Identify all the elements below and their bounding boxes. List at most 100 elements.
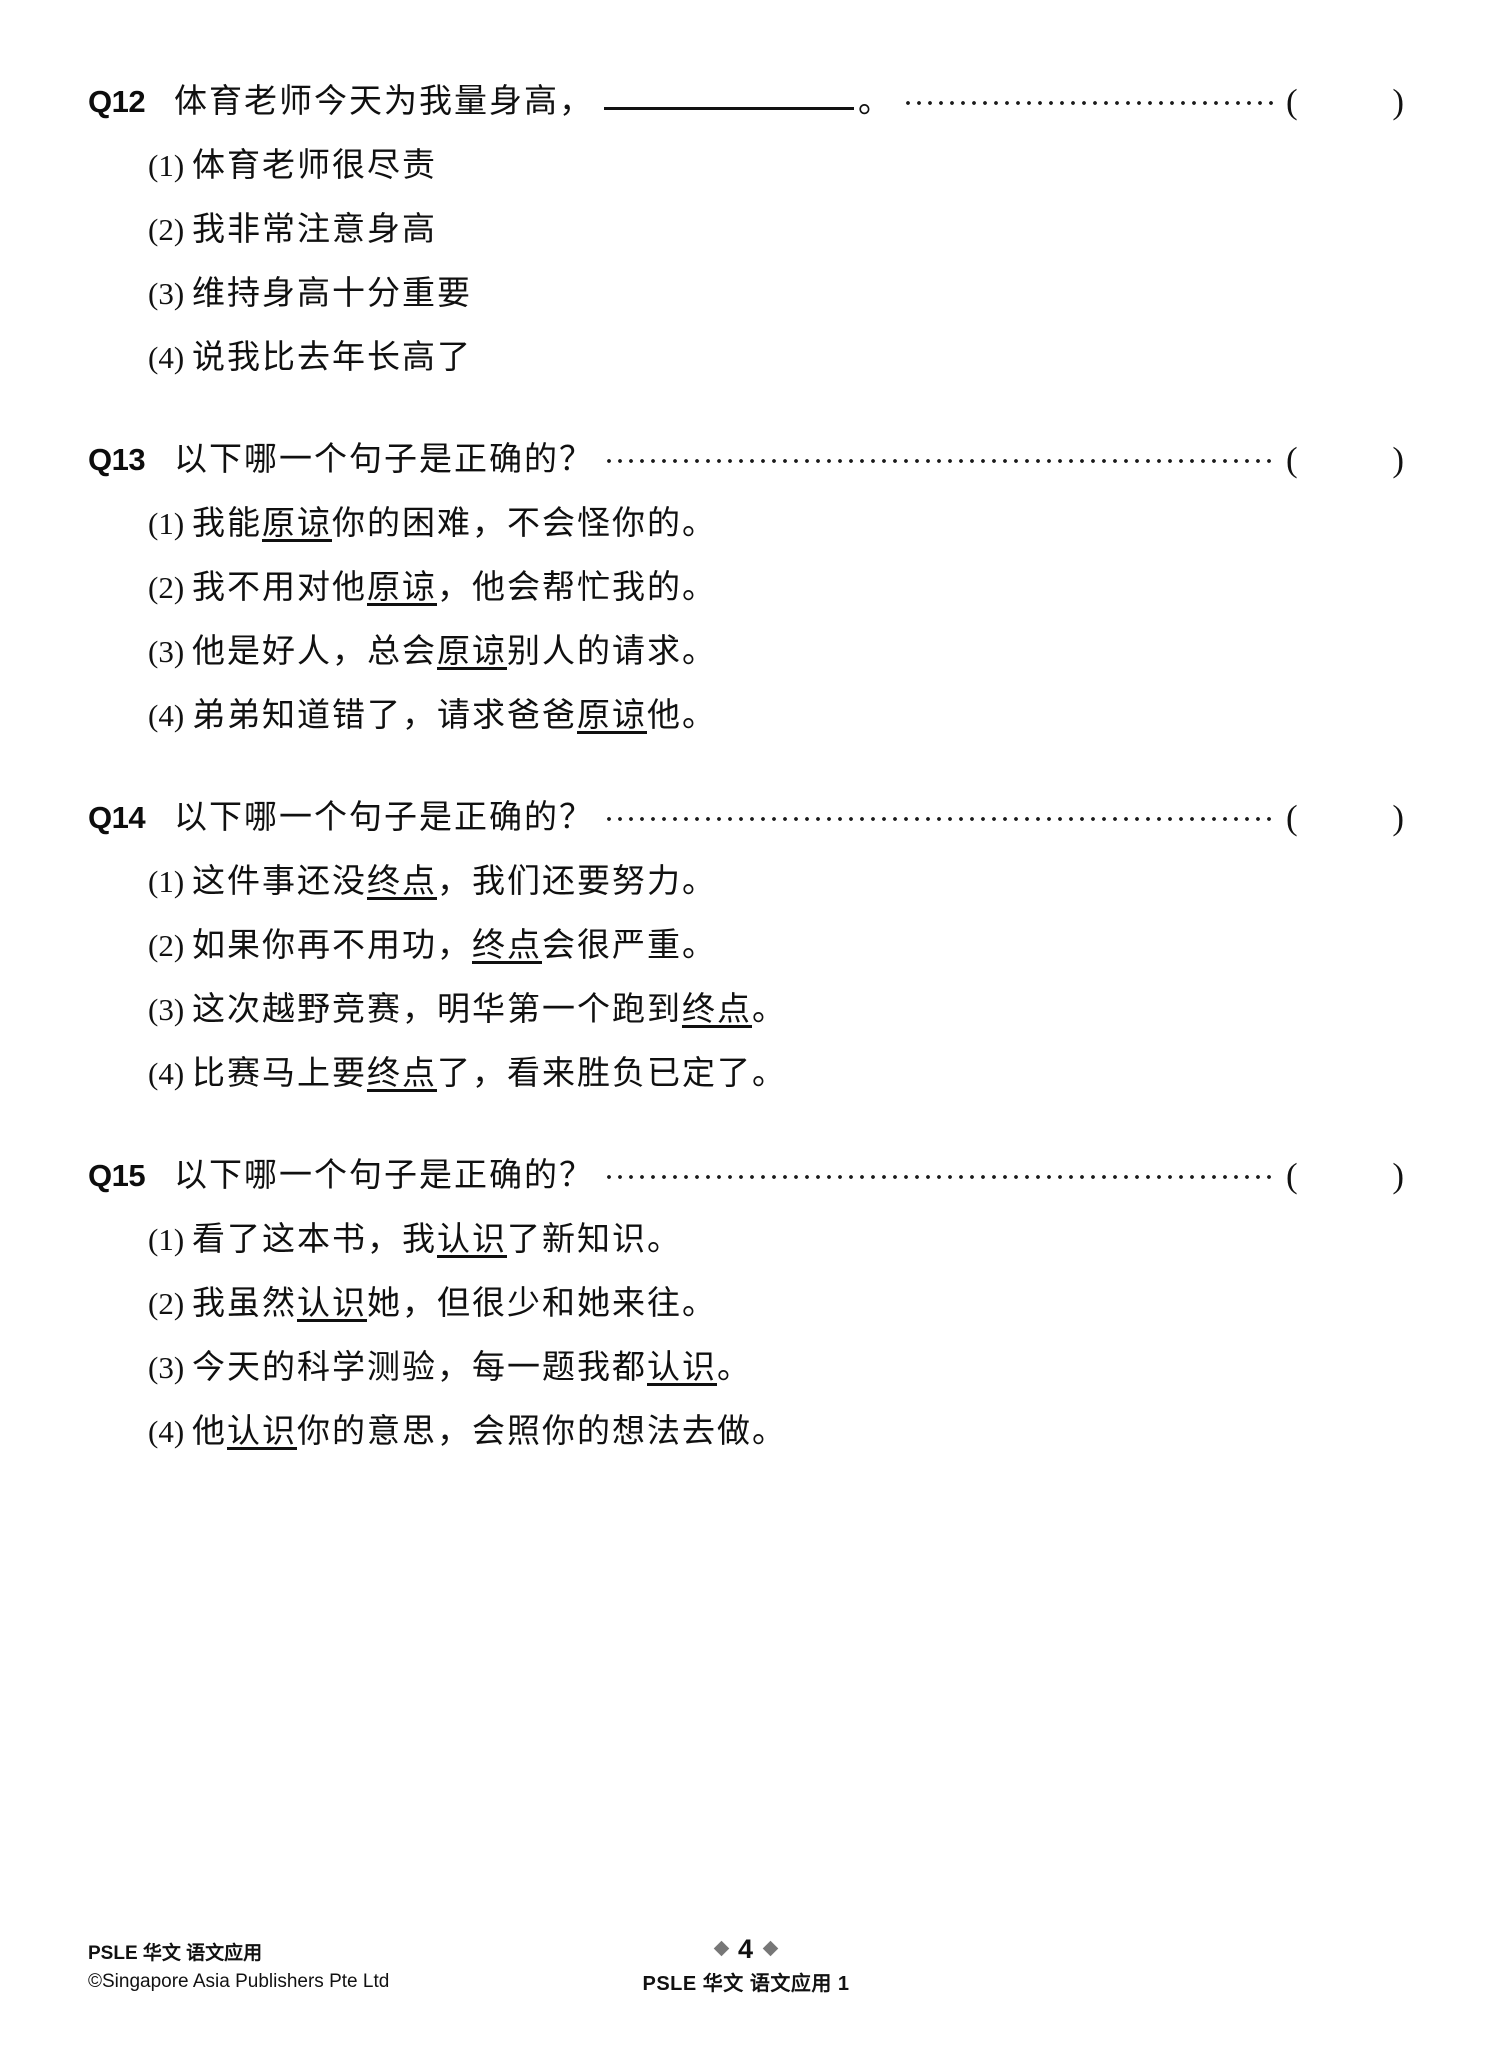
option-item[interactable]: (4)说我比去年长高了 xyxy=(88,332,1404,384)
answer-box[interactable]: () xyxy=(1286,1152,1404,1200)
option-label: (3) xyxy=(148,276,185,311)
question-text-main: 以下哪一个句子是正确的？ xyxy=(174,1158,594,1194)
option-text-post: ，他会帮忙我的。 xyxy=(437,570,717,606)
option-text: 说我比去年长高了 xyxy=(192,332,472,384)
option-text-pre: 他是好人，总会 xyxy=(192,634,437,670)
option-item[interactable]: (2)我虽然认识她，但很少和她来往。 xyxy=(88,1278,1404,1330)
option-label: (2) xyxy=(148,570,185,605)
option-item[interactable]: (3)今天的科学测验，每一题我都认识。 xyxy=(88,1342,1404,1394)
question-stem: Q15 以下哪一个句子是正确的？ () xyxy=(88,1152,1404,1200)
dotted-leader xyxy=(606,1166,1276,1200)
dotted-leader xyxy=(606,808,1276,842)
dotted-leader xyxy=(905,92,1276,126)
question-number: Q15 xyxy=(88,1158,146,1193)
answer-box[interactable]: () xyxy=(1286,78,1404,126)
option-text: 这次越野竞赛，明华第一个跑到终点。 xyxy=(192,984,787,1036)
option-item[interactable]: (3)这次越野竞赛，明华第一个跑到终点。 xyxy=(88,984,1404,1036)
option-label: (1) xyxy=(148,506,185,541)
question-text-main: 以下哪一个句子是正确的？ xyxy=(174,800,594,836)
option-text-post: 她，但很少和她来往。 xyxy=(367,1286,717,1322)
option-text: 维持身高十分重要 xyxy=(192,268,472,320)
option-text-post: 会很严重。 xyxy=(542,928,717,964)
answer-open-paren: ( xyxy=(1286,1156,1298,1195)
option-label: (1) xyxy=(148,1222,185,1257)
option-item[interactable]: (2)我非常注意身高 xyxy=(88,204,1404,256)
option-text: 我虽然认识她，但很少和她来往。 xyxy=(192,1278,717,1330)
option-keyword-underlined: 原谅 xyxy=(262,506,332,542)
answer-close-paren: ) xyxy=(1392,440,1404,479)
option-label: (2) xyxy=(148,928,185,963)
option-label: (1) xyxy=(148,148,185,183)
question-stem: Q13 以下哪一个句子是正确的？ () xyxy=(88,436,1404,484)
option-list: (1)体育老师很尽责(2)我非常注意身高(3)维持身高十分重要(4)说我比去年长… xyxy=(88,140,1404,384)
option-text-post: 别人的请求。 xyxy=(507,634,717,670)
option-item[interactable]: (2)我不用对他原谅，他会帮忙我的。 xyxy=(88,562,1404,614)
option-text-pre: 我不用对他 xyxy=(192,570,367,606)
option-list: (1)我能原谅你的困难，不会怪你的。(2)我不用对他原谅，他会帮忙我的。(3)他… xyxy=(88,498,1404,742)
question-block: Q14 以下哪一个句子是正确的？ () (1)这件事还没终点，我们还要努力。 (2)如果… xyxy=(88,794,1404,1100)
dotted-leader xyxy=(606,450,1276,484)
option-list: (1)看了这本书，我认识了新知识。 (2)我虽然认识她，但很少和她来往。 (3)今天… xyxy=(88,1214,1404,1458)
option-keyword-underlined: 终点 xyxy=(367,1056,437,1092)
option-text-pre: 这次越野竞赛，明华第一个跑到 xyxy=(192,992,682,1028)
question-text-main: 以下哪一个句子是正确的？ xyxy=(174,442,594,478)
option-label: (4) xyxy=(148,1414,185,1449)
option-text-plain: 我非常注意身高 xyxy=(192,212,437,248)
option-item[interactable]: (4)他认识你的意思，会照你的想法去做。 xyxy=(88,1406,1404,1458)
question-text: 以下哪一个句子是正确的？ xyxy=(174,794,594,842)
option-text-post: 了，看来胜负已定了。 xyxy=(437,1056,787,1092)
option-item[interactable]: (3)他是好人，总会原谅别人的请求。 xyxy=(88,626,1404,678)
option-keyword-underlined: 终点 xyxy=(682,992,752,1028)
question-text: 以下哪一个句子是正确的？ xyxy=(174,436,594,484)
option-list: (1)这件事还没终点，我们还要努力。(2)如果你再不用功，终点会很严重。(3)这… xyxy=(88,856,1404,1100)
option-label: (4) xyxy=(148,1056,185,1091)
option-text-pre: 弟弟知道错了，请求爸爸 xyxy=(192,698,577,734)
option-text-plain: 维持身高十分重要 xyxy=(192,276,472,312)
option-item[interactable]: (4)弟弟知道错了，请求爸爸原谅他。 xyxy=(88,690,1404,742)
option-text-post: ，我们还要努力。 xyxy=(437,864,717,900)
option-item[interactable]: (1)体育老师很尽责 xyxy=(88,140,1404,192)
option-keyword-underlined: 原谅 xyxy=(577,698,647,734)
option-item[interactable]: (1)我能原谅你的困难，不会怪你的。 xyxy=(88,498,1404,550)
option-text-post: 了新知识。 xyxy=(507,1222,682,1258)
option-item[interactable]: (3)维持身高十分重要 xyxy=(88,268,1404,320)
footer-center-label: PSLE 华文 语文应用 1 xyxy=(642,1973,850,1995)
answer-box[interactable]: () xyxy=(1286,436,1404,484)
option-text: 比赛马上要终点了，看来胜负已定了。 xyxy=(192,1048,787,1100)
question-text-main: 体育老师今天为我量身高， xyxy=(174,84,594,120)
page-number: 4 xyxy=(737,1934,755,1964)
answer-close-paren: ) xyxy=(1392,798,1404,837)
option-text: 今天的科学测验，每一题我都认识。 xyxy=(192,1342,752,1394)
option-text-pre: 看了这本书，我 xyxy=(192,1222,437,1258)
option-text-pre: 我能 xyxy=(192,506,262,542)
option-item[interactable]: (1)看了这本书，我认识了新知识。 xyxy=(88,1214,1404,1266)
option-item[interactable]: (4)比赛马上要终点了，看来胜负已定了。 xyxy=(88,1048,1404,1100)
option-item[interactable]: (1)这件事还没终点，我们还要努力。 xyxy=(88,856,1404,908)
answer-open-paren: ( xyxy=(1286,798,1298,837)
option-text: 看了这本书，我认识了新知识。 xyxy=(192,1214,682,1266)
page-footer: PSLE 华文 语文应用 ©Singapore Asia Publishers … xyxy=(88,1914,1404,2004)
option-keyword-underlined: 认识 xyxy=(437,1222,507,1258)
question-number: Q14 xyxy=(88,800,146,835)
option-text: 我能原谅你的困难，不会怪你的。 xyxy=(192,498,717,550)
option-text: 弟弟知道错了，请求爸爸原谅他。 xyxy=(192,690,717,742)
option-label: (4) xyxy=(148,340,185,375)
answer-blank-line[interactable] xyxy=(604,82,854,110)
answer-box[interactable]: () xyxy=(1286,794,1404,842)
option-text: 他是好人，总会原谅别人的请求。 xyxy=(192,626,717,678)
answer-close-paren: ) xyxy=(1392,1156,1404,1195)
footer-copyright: ©Singapore Asia Publishers Pte Ltd xyxy=(88,1971,390,1992)
option-text-post: 。 xyxy=(752,992,787,1028)
question-number: Q13 xyxy=(88,442,146,477)
option-text-pre: 这件事还没 xyxy=(192,864,367,900)
question-text: 体育老师今天为我量身高，。 xyxy=(174,78,893,126)
option-item[interactable]: (2)如果你再不用功，终点会很严重。 xyxy=(88,920,1404,972)
answer-open-paren: ( xyxy=(1286,440,1298,479)
option-text: 我非常注意身高 xyxy=(192,204,437,256)
option-label: (3) xyxy=(148,992,185,1027)
